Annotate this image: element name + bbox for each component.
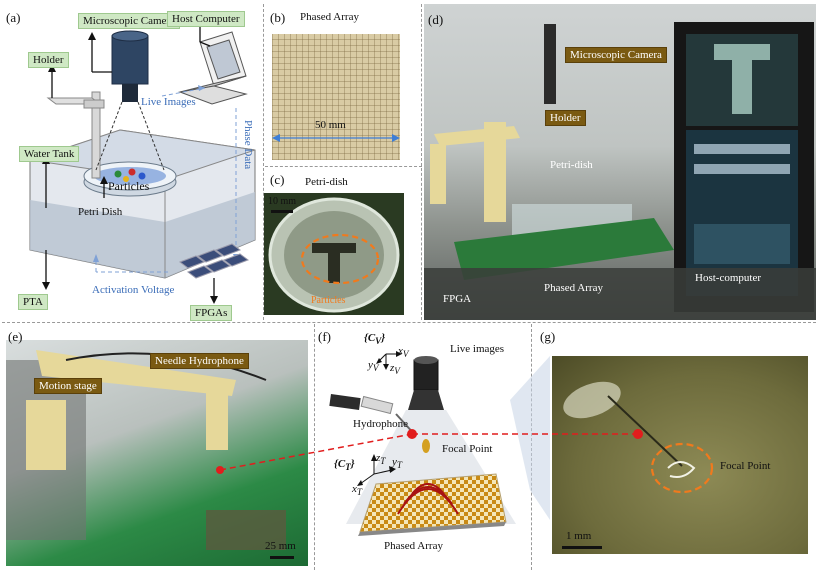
text-cv-f: {CV} xyxy=(364,332,386,347)
petri-dish-photo xyxy=(264,193,404,315)
tag-holder-d: Holder xyxy=(545,110,586,126)
panel-f-schematic xyxy=(329,351,516,536)
panel-f-label: (f) xyxy=(318,329,331,344)
text-activation-voltage-a: Activation Voltage xyxy=(92,284,175,296)
text-phased-array-d: Phased Array xyxy=(544,282,603,294)
projection-wedge xyxy=(510,356,550,520)
tag-microscopic-camera-a: Microscopic Camera xyxy=(78,13,180,29)
text-zt-f: zT xyxy=(376,452,386,467)
panel-b-title: Phased Array xyxy=(300,11,359,23)
tag-pta-a: PTA xyxy=(18,294,48,310)
panel-a-label: (a) xyxy=(6,10,21,25)
scale-label-e: 25 mm xyxy=(265,540,296,552)
divider-cd xyxy=(421,4,422,320)
text-xv-f: xV xyxy=(398,345,409,360)
dimension-label-b: 50 mm xyxy=(315,119,346,131)
text-focal-point-f: Focal Point xyxy=(442,443,493,455)
divider-ef xyxy=(314,324,315,570)
tag-microscopic-camera-d: Microscopic Camera xyxy=(565,47,667,63)
text-petri-dish-d: Petri-dish xyxy=(550,159,593,171)
scale-label-g: 1 mm xyxy=(566,530,592,542)
panel-e-label: (e) xyxy=(8,329,23,344)
text-phase-data-a: Phase Data xyxy=(242,120,254,170)
text-xt-f: xT xyxy=(352,483,362,498)
panel-g-label: (g) xyxy=(540,329,556,344)
setup-graphic-d xyxy=(424,22,816,320)
text-host-computer-d: Host-computer xyxy=(695,272,761,284)
text-focal-point-g: Focal Point xyxy=(720,460,771,472)
tag-holder-a: Holder xyxy=(28,52,69,68)
tag-water-tank-a: Water Tank xyxy=(19,146,80,162)
text-ct-f: {CT} xyxy=(334,458,355,473)
text-yt-f: yT xyxy=(392,456,402,471)
hydrophone-photo-e xyxy=(6,340,308,566)
panel-c-title: Petri-dish xyxy=(305,176,348,188)
scale-bar-c xyxy=(271,210,293,213)
scale-bar-e xyxy=(270,556,294,559)
panel-b-label: (b) xyxy=(270,10,286,25)
text-zv-f: zV xyxy=(390,362,400,377)
scale-label-c: 10 mm xyxy=(268,196,297,207)
text-fpga-d: FPGA xyxy=(443,293,472,305)
focal-point-graphic-g xyxy=(563,381,714,494)
phased-array-photo xyxy=(272,34,400,160)
divider-top-bottom xyxy=(2,322,816,323)
panel-c-label: (c) xyxy=(270,172,285,187)
text-hydrophone-f: Hydrophone xyxy=(353,418,408,430)
tag-host-computer-a: Host Computer xyxy=(167,11,245,27)
petri-dish-graphic xyxy=(268,197,400,313)
text-live-images-a: Live Images xyxy=(141,96,196,108)
divider-ab xyxy=(263,4,264,320)
dimension-arrow-b xyxy=(272,134,400,142)
tag-needle-hydrophone-e: Needle Hydrophone xyxy=(150,353,249,369)
text-phased-array-f: Phased Array xyxy=(384,540,443,552)
divider-bc xyxy=(265,166,422,167)
text-yv-f: yV xyxy=(368,359,379,374)
text-petri-dish-a: Petri Dish xyxy=(78,206,123,218)
scale-bar-g xyxy=(562,546,602,549)
tag-fpgas-a: FPGAs xyxy=(190,305,233,321)
tag-motion-stage-e: Motion stage xyxy=(34,378,102,394)
panel-d-label: (d) xyxy=(428,12,444,27)
text-live-images-f: Live images xyxy=(450,343,505,355)
text-particles-a: Particles xyxy=(108,179,150,193)
panel-a-schematic xyxy=(29,24,256,304)
focal-point-photo-g xyxy=(552,356,808,554)
setup-photo-d xyxy=(424,4,816,320)
text-particles-c: Particles xyxy=(311,295,346,306)
